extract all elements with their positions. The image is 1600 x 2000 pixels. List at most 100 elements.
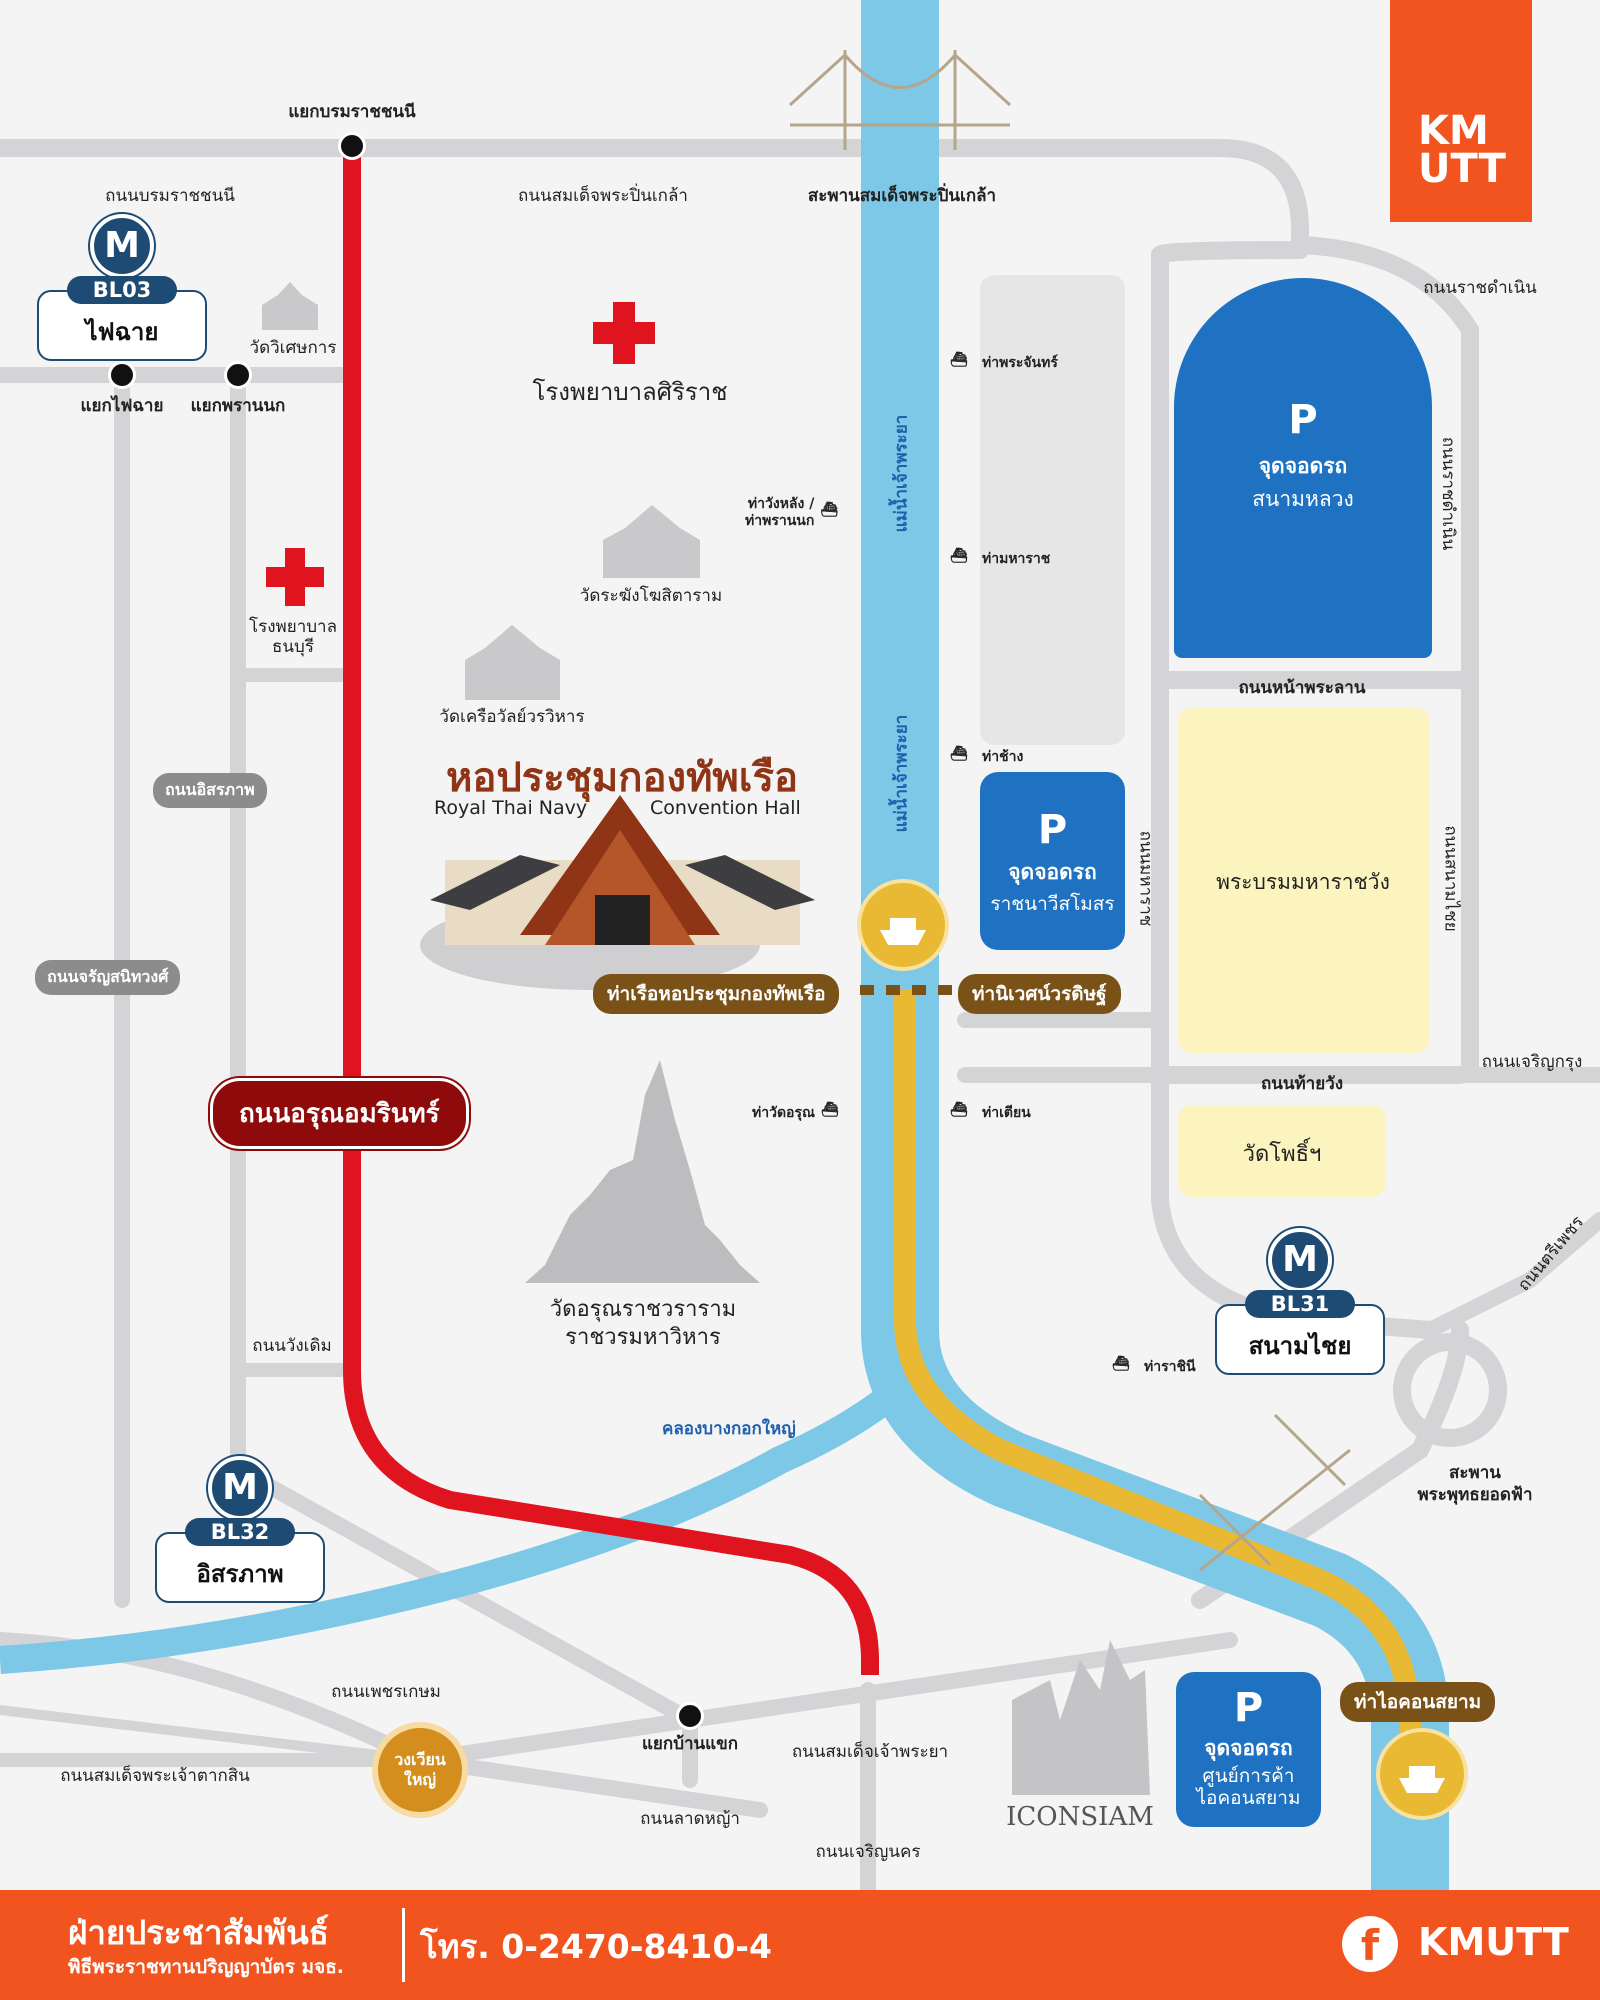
arun-amarin-route [343, 148, 879, 1675]
iconsiam-pier-label: ท่าไอคอนสยาม [1340, 1682, 1496, 1722]
logo-text-bottom: UTT [1418, 146, 1506, 192]
borom-intersection-label: แยกบรมราชชนนี [288, 102, 416, 122]
faichai-intersection-dot [108, 361, 136, 389]
itsaraphap-road-pill: ถนนอิสรภาพ [153, 773, 267, 808]
parking-title: จุดจอดรถ [1204, 1736, 1293, 1760]
khruawan-label: วัดเครือวัลย์วรวิหาร [439, 707, 585, 727]
pier-label: ท่ามหาราช [982, 551, 1051, 567]
niwet-pier-label: ท่านิเวศน์วรดิษฐ์ [958, 974, 1121, 1014]
station-bl32[interactable]: M BL32 อิสรภาพ [155, 1456, 325, 1603]
parking-place: ราชนาวีสโมสร [990, 893, 1115, 915]
logo-text-top: KM [1418, 108, 1489, 154]
phetkasem-road-label: ถนนเพชรเกษม [331, 1682, 441, 1702]
thonburi-hospital-icon [266, 548, 324, 606]
boat-route [894, 990, 1421, 1780]
phone-number: 0-2470-8410-4 [501, 1927, 772, 1966]
ferry-icon: ⛴ [950, 746, 968, 762]
ferry-icon: ⛴ [950, 548, 968, 564]
parking-sanam-luang[interactable]: P จุดจอดรถ สนามหลวง [1174, 278, 1432, 658]
parking-ratchanawi[interactable]: P จุดจอดรถ ราชนาวีสโมสร [980, 772, 1125, 950]
khruawan-temple-icon [465, 625, 560, 700]
wat-pho-label: วัดโพธิ์ฯ [1242, 1142, 1322, 1167]
wisetkan-temple-icon [262, 282, 318, 330]
pier-phra-chan: ⛴ ท่าพระจันทร์ [950, 352, 1058, 374]
pier-label: ท่าวังหลัง / ท่าพรานนก [745, 496, 815, 529]
pinklao-bridge-icon [788, 50, 1012, 150]
station-code: BL32 [184, 1518, 296, 1546]
ferry-icon: ⛴ [820, 502, 839, 518]
phrannok-intersection-dot [224, 361, 252, 389]
iconsiam-logo-label: ICONSIAM [1006, 1802, 1154, 1832]
wat-arun-label: วัดอรุณราชวราราม ราชวรมหาวิหาร [549, 1297, 737, 1350]
venue-title-en-right: Convention Hall [650, 797, 801, 819]
thonburi-hospital-label: โรงพยาบาล ธนบุรี [248, 617, 338, 657]
phutthayotfa-bridge-icon [1198, 1413, 1351, 1572]
pier-label: ท่าพระจันทร์ [982, 355, 1058, 371]
pinklao-road-label: ถนนสมเด็จพระปิ่นเกล้า [518, 186, 688, 206]
pier-tien: ⛴ ท่าเตียน [950, 1102, 1031, 1124]
pier-label: ท่าราชินี [1144, 1359, 1196, 1375]
pier-wat-arun: ท่าวัดอรุณ⛴ [752, 1102, 847, 1124]
parking-iconsiam[interactable]: P จุดจอดรถ ศูนย์การค้า ไอคอนสยาม [1176, 1672, 1321, 1827]
parking-icon: P [1233, 1685, 1264, 1731]
lat-ya-road-label: ถนนลาดหญ้า [640, 1809, 740, 1829]
siriraj-hospital-icon [593, 302, 655, 364]
venue-title-en-left: Royal Thai Navy [434, 797, 588, 819]
footer-social-handle[interactable]: KMUTT [1418, 1920, 1569, 1964]
venue-pier-label: ท่าเรือหอประชุมกองทัพเรือ [593, 974, 840, 1014]
station-code: BL31 [1244, 1290, 1356, 1318]
footer-phone: โทร. 0-2470-8410-4 [420, 1920, 772, 1973]
na-phralan-road-label: ถนนหน้าพระลาน [1238, 678, 1366, 698]
station-bl31[interactable]: M BL31 สนามไชย [1215, 1228, 1385, 1375]
parking-title: จุดจอดรถ [1258, 454, 1348, 478]
venue-title-th: หอประชุมกองทัพเรือ [446, 755, 798, 801]
canal-name-label: คลองบางกอกใหญ่ [662, 1419, 796, 1439]
footer-department: ฝ่ายประชาสัมพันธ์ [68, 1913, 329, 1952]
station-code: BL03 [66, 276, 178, 304]
taksin-road-label: ถนนสมเด็จพระเจ้าตากสิน [60, 1766, 250, 1786]
pier-rachini: ⛴ ท่าราชินี [1112, 1356, 1196, 1378]
footer-event: พิธีพระราชทานปริญญาบัตร มจธ. [68, 1956, 345, 1978]
wongwian-yai-roundabout [372, 1722, 468, 1818]
borom-intersection-dot [338, 132, 366, 160]
facebook-icon[interactable]: f [1342, 1916, 1398, 1972]
iconsiam-pier-boat-glyph [1399, 1766, 1445, 1793]
parking-icon: P [1288, 397, 1318, 443]
pier-wang-lang: ท่าวังหลัง / ท่าพรานนก ⛴ [745, 496, 846, 530]
river-name-label-2: แม่น้ำเจ้าพระยา [891, 714, 912, 833]
venue-pier-boat-glyph [880, 918, 926, 945]
arun-amarin-road-pill: ถนนอรุณอมรินทร์ [210, 1078, 469, 1149]
ferry-icon: ⛴ [820, 1102, 839, 1118]
charoennakhon-road-label: ถนนเจริญนคร [815, 1842, 921, 1862]
bankhaek-intersection-label: แยกบ้านแขก [641, 1734, 739, 1754]
pier-chang: ⛴ท่าช้าง [950, 746, 1023, 768]
wat-arun-icon [525, 1060, 760, 1283]
pier-label: ท่าเตียน [982, 1105, 1031, 1121]
ferry-icon: ⛴ [950, 352, 968, 368]
convention-hall-building-icon [420, 795, 815, 990]
thaiwang-road-label: ถนนท้ายวัง [1260, 1074, 1344, 1094]
borom-road-label: ถนนบรมราชชนนี [105, 186, 235, 206]
station-bl03[interactable]: M BL03 ไฟฉาย [37, 214, 207, 361]
mrt-icon: M [90, 214, 154, 278]
ferry-icon: ⛴ [950, 1102, 968, 1118]
rakhang-temple-icon [603, 505, 700, 578]
chaophraya-road-label: ถนนสมเด็จเจ้าพระยา [791, 1742, 949, 1762]
road-network [0, 139, 1600, 1898]
mrt-icon: M [1268, 1228, 1332, 1292]
iconsiam-building-icon [1012, 1640, 1150, 1795]
rakhang-label: วัดระฆังโฆสิตาราม [579, 586, 723, 606]
grand-palace-label: พระบรมมหาราชวัง [1216, 870, 1390, 894]
sanamchai-road-label: ถนนสนามไชย [1440, 825, 1461, 932]
pier-maharat: ⛴ ท่ามหาราช [950, 548, 1050, 570]
siriraj-label: โรงพยาบาลศิริราช [532, 378, 728, 406]
roundabout-label: วงเวียน ใหญ่ [394, 1750, 446, 1789]
riverside-block [980, 275, 1125, 745]
maharat-road-label: ถนนมหาราช [1135, 830, 1156, 927]
kmutt-logo: KM UTT [1390, 0, 1532, 222]
ferry-icon: ⛴ [1112, 1356, 1130, 1372]
ratchadamnoen-side-label: ถนนราชดำเนิน [1438, 436, 1459, 551]
grand-palace-area [1178, 708, 1430, 1053]
bankhaek-intersection-dot [676, 1702, 704, 1730]
ratchadamnoen-top-label: ถนนราชดำเนิน [1423, 278, 1537, 298]
